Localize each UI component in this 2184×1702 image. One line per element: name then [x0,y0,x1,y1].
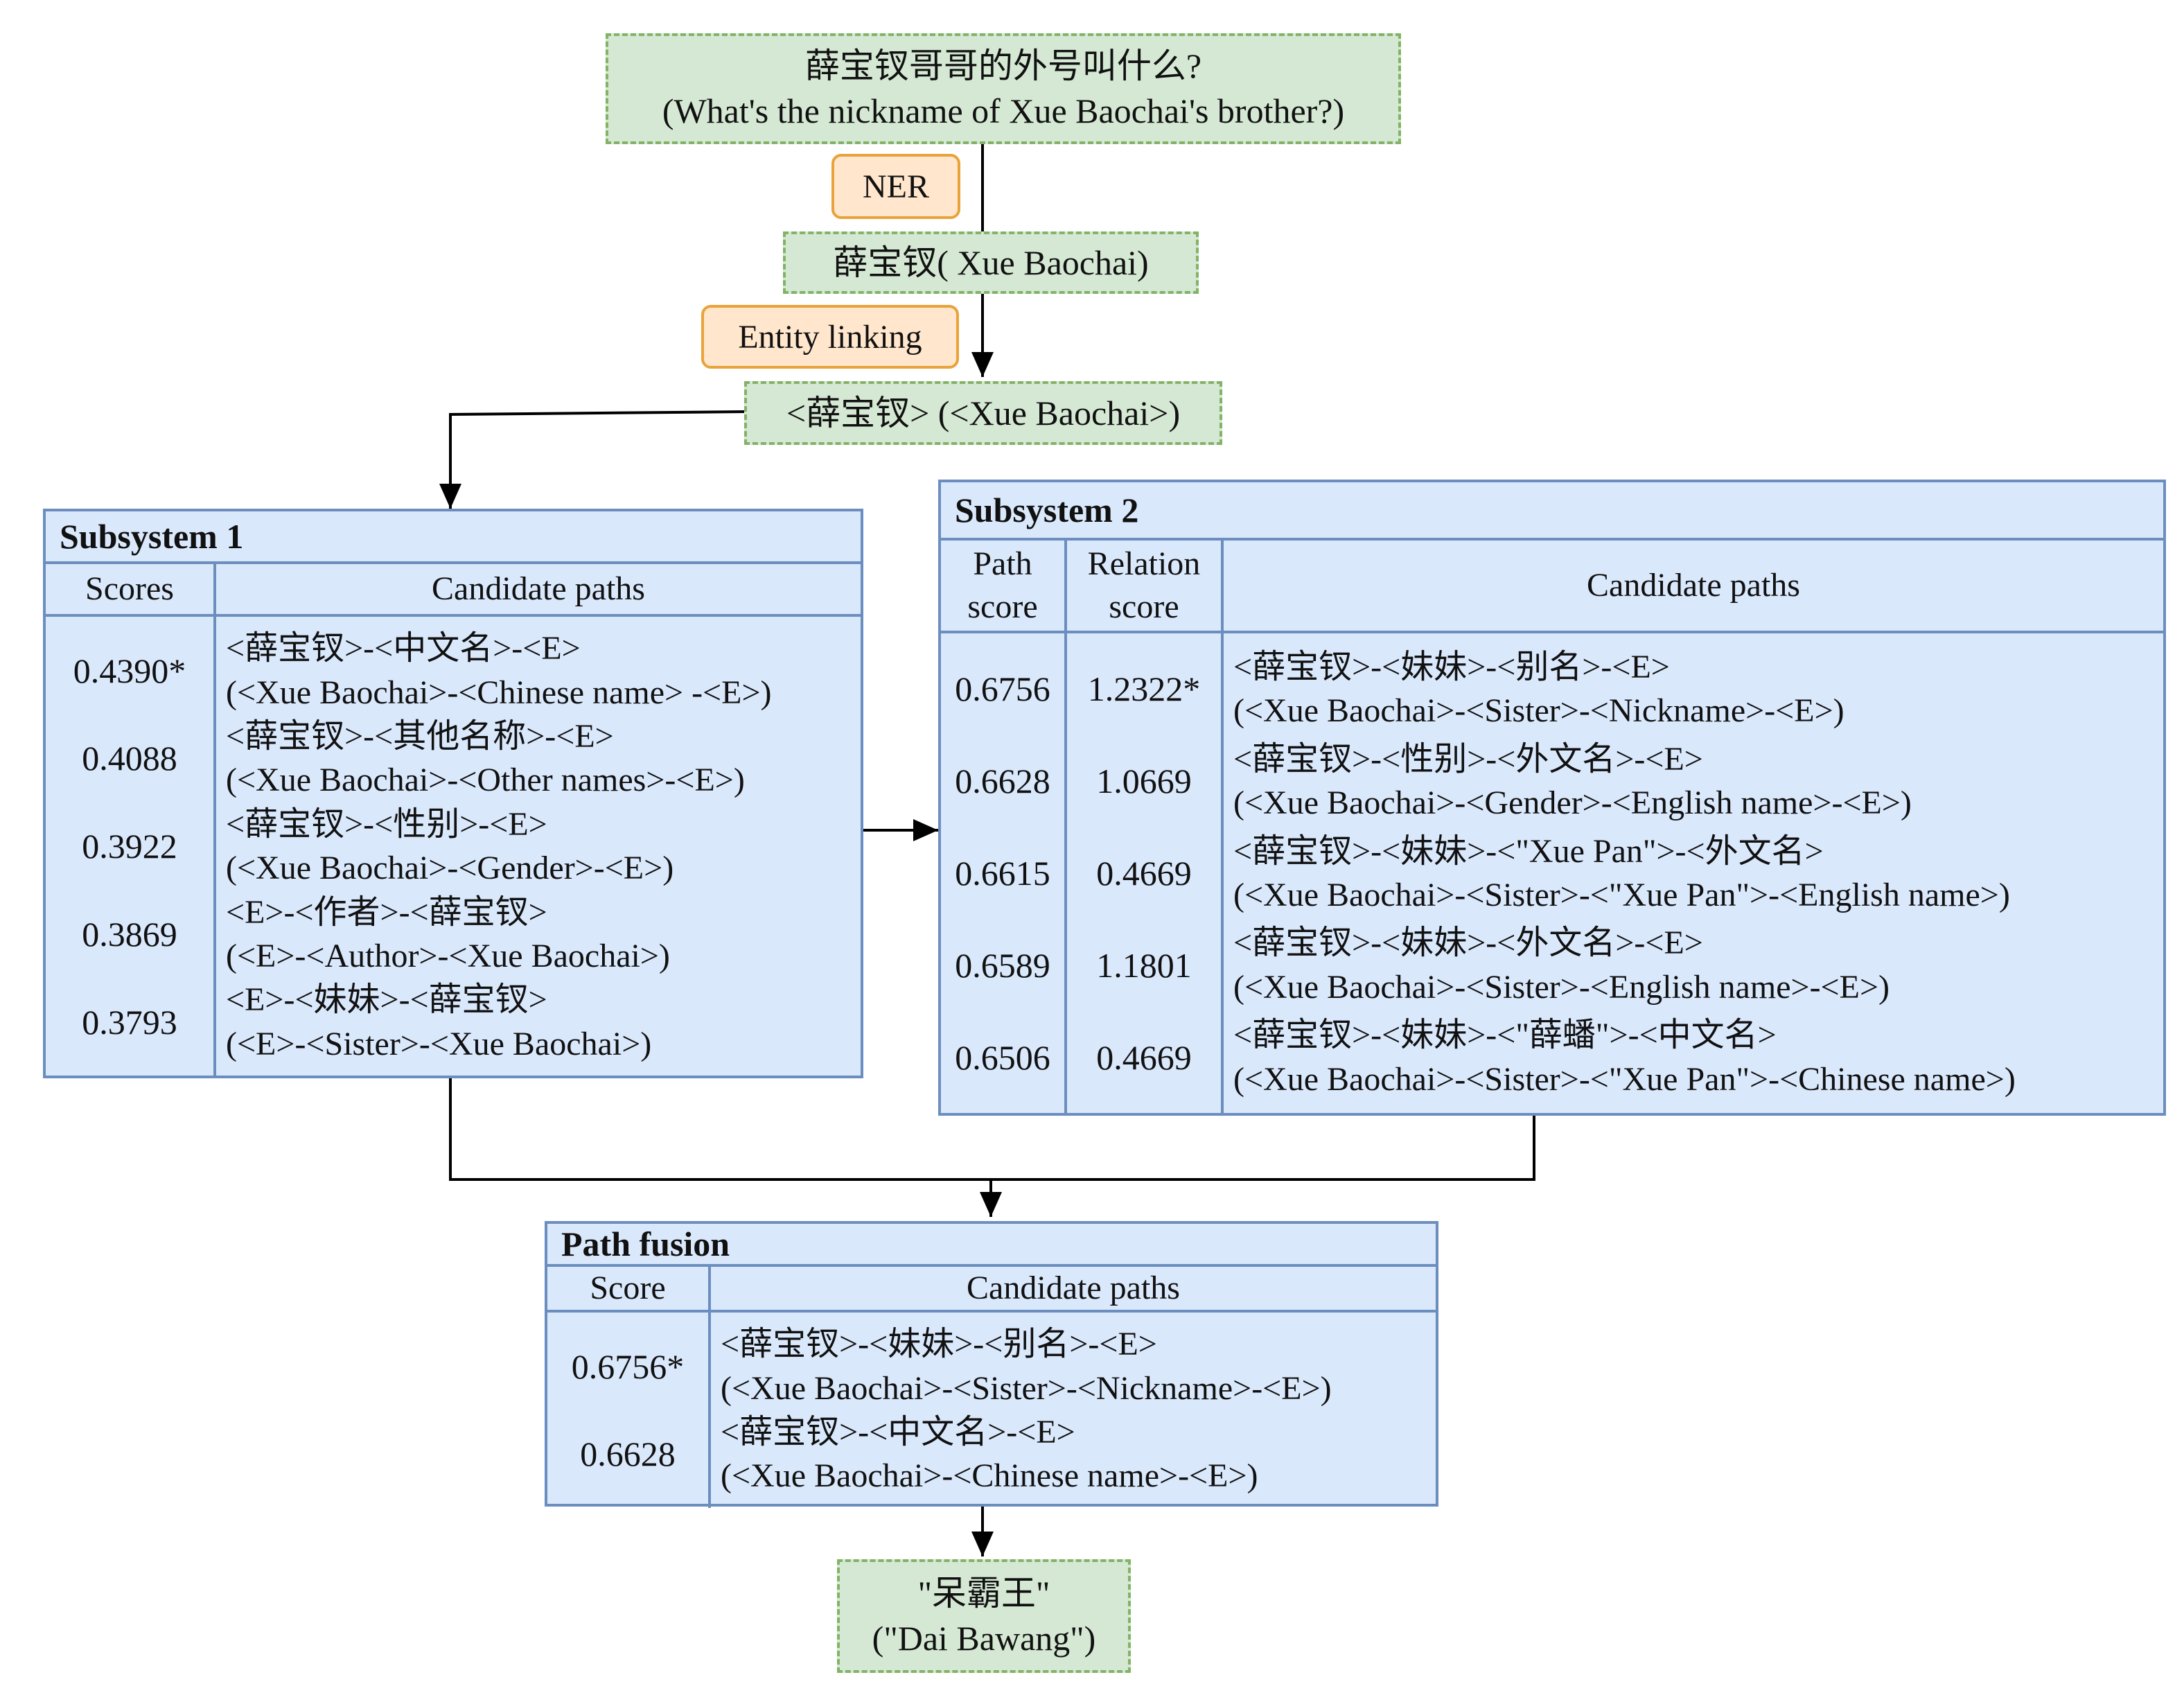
subsystem2-title: Subsystem 2 [941,482,2163,541]
path-score-cell: 0.6628 [955,762,1050,801]
answer-chinese: "呆霸王" [917,1574,1050,1613]
candidate-path: <薛宝钗>-<妹妹>-<外文名>-<E> (<Xue Baochai>-<Sist… [1224,921,2163,1009]
answer-english: ("Dai Bawang") [872,1619,1096,1658]
subsystem1-table: Subsystem 1 Scores Candidate paths 0.439… [43,509,863,1078]
path-score-cell: 0.6756 [955,669,1050,709]
score-cell: 0.4390* [73,651,186,690]
path-english: (<Xue Baochai>-<Chinese name> -<E>) [226,674,772,711]
path-fusion-body: 0.6756* 0.6628 <薛宝钗>-<妹妹>-<别名>-<E> (<Xue … [547,1313,1436,1508]
ner-step: NER [831,154,960,219]
score-cell: 0.6628 [580,1435,676,1474]
path-fusion-title: Path fusion [547,1224,1436,1267]
candidate-path: <薛宝钗>-<妹妹>-<"Xue Pan">-<外文名> (<Xue Baocha… [1224,830,2163,918]
score-cell: 0.3922 [82,827,177,866]
question-node: 薛宝钗哥哥的外号叫什么? (What's the nickname of Xue… [606,33,1401,144]
candidate-path: <薛宝钗>-<其他名称>-<E> (<Xue Baochai>-<Other na… [216,714,861,802]
score-header: Score [547,1267,711,1310]
relation-score-cell: 1.2322* [1087,669,1201,709]
candidate-path: <薛宝钗>-<性别>-<E> (<Xue Baochai>-<Gender>-<E… [216,802,861,891]
subsystem1-title: Subsystem 1 [46,511,861,565]
path-fusion-path-column: <薛宝钗>-<妹妹>-<别名>-<E> (<Xue Baochai>-<Siste… [711,1313,1436,1507]
path-english: (<E>-<Author>-<Xue Baochai>) [226,937,670,974]
path-english: (<Xue Baochai>-<Gender>-<E>) [226,850,674,887]
candidate-path: <E>-<作者>-<薛宝钗> (<E>-<Author>-<Xue Baochai… [216,891,861,979]
path-chinese: <薛宝钗>-<性别>-<外文名>-<E> [1233,740,1703,778]
subsystem2-path-column: <薛宝钗>-<妹妹>-<别名>-<E> (<Xue Baochai>-<Siste… [1224,633,2163,1113]
subsystem2-body: 0.6756 0.6628 0.6615 0.6589 0.6506 1.232… [941,633,2163,1113]
path-chinese: <薛宝钗>-<妹妹>-<"薛蟠">-<中文名> [1233,1017,1777,1054]
candidate-path: <薛宝钗>-<妹妹>-<"薛蟠">-<中文名> (<Xue Baochai>-<S… [1224,1013,2163,1101]
path-fusion-score-column: 0.6756* 0.6628 [547,1313,711,1508]
path-english: (<Xue Baochai>-<Sister>-<English name>-<… [1233,968,1890,1006]
candidate-path: <薛宝钗>-<妹妹>-<别名>-<E> (<Xue Baochai>-<Siste… [1224,645,2163,733]
arrow-entity-to-subsystem1 [439,410,748,509]
relation-score-cell: 1.0669 [1096,762,1192,801]
relation-score-cell: 0.4669 [1096,1037,1192,1077]
path-score-cell: 0.6589 [955,945,1050,985]
relation-score-cell: 1.1801 [1096,945,1192,985]
path-fusion-header: Score Candidate paths [547,1267,1436,1313]
path-english: (<Xue Baochai>-<Sister>-<Nickname>-<E>) [721,1369,1332,1407]
path-fusion-table: Path fusion Score Candidate paths 0.6756… [545,1221,1438,1508]
candidate-paths-header: Candidate paths [967,1270,1180,1306]
question-english: (What's the nickname of Xue Baochai's br… [662,91,1345,130]
path-chinese: <薛宝钗>-<其他名称>-<E> [226,718,614,755]
candidate-path: <薛宝钗>-<性别>-<外文名>-<E> (<Xue Baochai>-<Gend… [1224,737,2163,825]
path-chinese: <薛宝钗>-<妹妹>-<"Xue Pan">-<外文名> [1233,832,1824,870]
candidate-paths-header: Candidate paths [1587,566,1800,604]
candidate-path: <E>-<妹妹>-<薛宝钗> (<E>-<Sister>-<Xue Baochai… [216,978,861,1066]
candidate-path: <薛宝钗>-<妹妹>-<别名>-<E> (<Xue Baochai>-<Siste… [711,1322,1436,1410]
subsystem1-score-column: 0.4390* 0.4088 0.3922 0.3869 0.3793 [46,617,216,1076]
score-cell: 0.3793 [82,1002,177,1042]
path-english: (<Xue Baochai>-<Sister>-<Nickname>-<E>) [1233,692,1844,730]
path-english: (<Xue Baochai>-<Chinese name>-<E>) [721,1457,1258,1495]
path-english: (<Xue Baochai>-<Other names>-<E>) [226,762,745,799]
candidate-path: <薛宝钗>-<中文名>-<E> (<Xue Baochai>-<Chinese n… [711,1410,1436,1498]
path-english: (<E>-<Sister>-<Xue Baochai>) [226,1025,652,1062]
entity-mention-node: 薛宝钗( Xue Baochai) [783,231,1199,294]
path-chinese: <E>-<妹妹>-<薛宝钗> [226,981,547,1019]
path-score-cell: 0.6615 [955,853,1050,893]
path-chinese: <薛宝钗>-<妹妹>-<别名>-<E> [1233,649,1670,686]
subsystem2-header: Path score Relation score Candidate path… [941,541,2163,633]
path-chinese: <薛宝钗>-<中文名>-<E> [721,1414,1075,1451]
path-score-cell: 0.6506 [955,1037,1050,1077]
relation-score-cell: 0.4669 [1096,853,1192,893]
entity-linking-step: Entity linking [701,305,959,369]
subsystem1-header: Scores Candidate paths [46,564,861,617]
score-cell: 0.4088 [82,739,177,778]
linked-entity-node: <薛宝钗> (<Xue Baochai>) [744,381,1222,445]
score-cell: 0.3869 [82,914,177,954]
path-chinese: <薛宝钗>-<妹妹>-<别名>-<E> [721,1326,1157,1363]
candidate-paths-header: Candidate paths [432,570,645,608]
score-cell: 0.6756* [571,1346,685,1386]
path-chinese: <E>-<作者>-<薛宝钗> [226,893,547,931]
scores-header: Scores [46,564,216,615]
relation-score-header: Relation score [1067,541,1224,631]
path-english: (<Xue Baochai>-<Gender>-<English name>-<… [1233,784,1912,822]
path-chinese: <薛宝钗>-<妹妹>-<外文名>-<E> [1233,924,1703,962]
path-chinese: <薛宝钗>-<中文名>-<E> [226,630,581,667]
subsystem2-path-score-column: 0.6756 0.6628 0.6615 0.6589 0.6506 [941,633,1067,1113]
subsystem1-path-column: <薛宝钗>-<中文名>-<E> (<Xue Baochai>-<Chinese n… [216,617,861,1076]
subsystem1-body: 0.4390* 0.4088 0.3922 0.3869 0.3793 <薛宝钗… [46,617,861,1076]
path-score-header: Path score [941,541,1067,631]
subsystem2-relation-score-column: 1.2322* 1.0669 0.4669 1.1801 0.4669 [1067,633,1224,1113]
path-chinese: <薛宝钗>-<性别>-<E> [226,805,547,843]
question-chinese: 薛宝钗哥哥的外号叫什么? [804,46,1202,85]
subsystem2-table: Subsystem 2 Path score Relation score Ca… [938,480,2166,1116]
path-english: (<Xue Baochai>-<Sister>-<"Xue Pan">-<Chi… [1233,1060,2016,1098]
path-english: (<Xue Baochai>-<Sister>-<"Xue Pan">-<Eng… [1233,876,2010,913]
candidate-path: <薛宝钗>-<中文名>-<E> (<Xue Baochai>-<Chinese n… [216,626,861,714]
answer-node: "呆霸王" ("Dai Bawang") [837,1559,1131,1673]
